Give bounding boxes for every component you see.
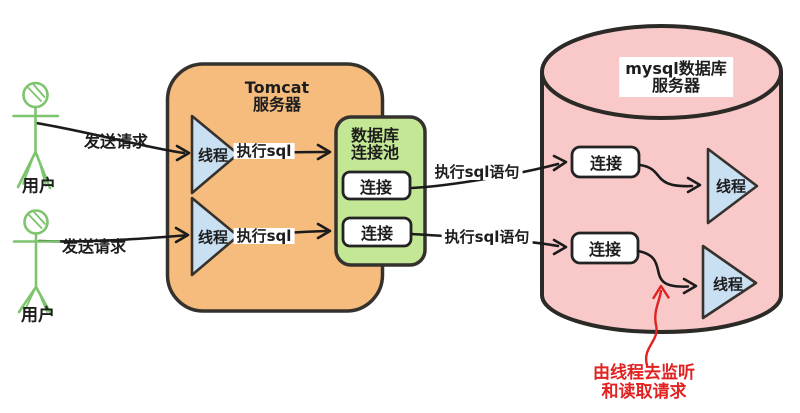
annotation-arrow-stem	[644, 289, 663, 367]
mysql-thread-label-2: 线程	[712, 275, 744, 294]
exec-statement-arrow-1-head	[552, 154, 568, 172]
exec-sql-label-2: 执行sql	[233, 228, 295, 244]
thread-triangle-mysql-2	[701, 244, 758, 320]
user-stick-figure-2	[12, 209, 61, 316]
annotation-text-line1: 由线程去监听	[593, 363, 695, 383]
annotation-text-line2: 和读取请求	[601, 382, 687, 402]
connection-to-thread-arrow-2	[636, 249, 690, 288]
connection-to-thread-arrow-2-head	[682, 277, 698, 295]
mysql-connection-box-1	[570, 145, 641, 179]
mysql-connection-box-2	[570, 231, 640, 265]
pool-connection-box-1	[341, 170, 412, 201]
user-2-leg-sketch	[24, 289, 48, 313]
mysql-title-line2: 服务器	[651, 76, 701, 95]
user-label-1: 用户	[22, 176, 56, 197]
exec-sql-arrow-1-head	[316, 143, 332, 161]
tomcat-title: Tomcat 服务器	[245, 79, 309, 113]
user-2-head-hatch	[28, 211, 46, 229]
flow-arrows	[34, 121, 702, 295]
annotation-text: 由线程去监听 和读取请求	[593, 364, 695, 402]
exec-statement-arrow-2-head	[552, 238, 568, 256]
pool-connection-label-1: 连接	[359, 178, 393, 197]
tomcat-title-line2: 服务器	[252, 95, 302, 114]
pool-title: 数据库 连接池	[351, 127, 399, 161]
connection-to-thread-arrow-1	[638, 163, 694, 188]
pool-connection-label-2: 连接	[360, 224, 394, 243]
pool-title-line1: 数据库	[350, 126, 400, 145]
request-arrow-2-head	[174, 226, 190, 244]
mysql-title-line1: mysql数据库	[625, 59, 727, 78]
request-label-1: 发送请求	[83, 132, 149, 151]
exec-sql-statement-label-1: 执行sql语句	[431, 164, 523, 180]
tomcat-thread-label-1: 线程	[197, 146, 229, 165]
pool-title-line2: 连接池	[350, 143, 400, 162]
thread-triangle-tomcat-2	[190, 196, 240, 277]
mysql-connection-label-2: 连接	[588, 240, 622, 259]
user-label-2: 用户	[21, 305, 55, 326]
user-1-body	[12, 105, 60, 190]
exec-sql-label-1: 执行sql	[233, 143, 295, 159]
thread-triangle-tomcat-1	[190, 114, 240, 195]
request-arrow-1-head	[175, 144, 191, 162]
exec-sql-arrow-2-head	[316, 222, 332, 240]
user-2-body	[12, 232, 61, 316]
thread-triangle-mysql-1	[706, 147, 759, 225]
request-arrow-1	[34, 121, 186, 155]
mysql-thread-label-1: 线程	[715, 177, 747, 196]
connection-to-thread-arrow-1-head	[686, 176, 702, 194]
request-label-2: 发送请求	[61, 237, 127, 256]
user-1-leg-sketch	[22, 154, 47, 187]
pool-connection-box-2	[341, 216, 413, 248]
mysql-connection-label-1: 连接	[589, 154, 623, 173]
exec-sql-statement-label-2: 执行sql语句	[441, 229, 533, 245]
mysql-title: mysql数据库 服务器	[619, 57, 733, 97]
annotation-arrow-head	[652, 284, 670, 300]
user-stick-figure-1	[12, 81, 60, 190]
tomcat-thread-label-2: 线程	[197, 228, 229, 247]
annotation-arrow	[644, 284, 670, 367]
user-1-head-hatch	[27, 83, 46, 102]
cylinder-top-ellipse-edge	[540, 71, 783, 120]
tomcat-title-line1: Tomcat	[244, 78, 310, 97]
